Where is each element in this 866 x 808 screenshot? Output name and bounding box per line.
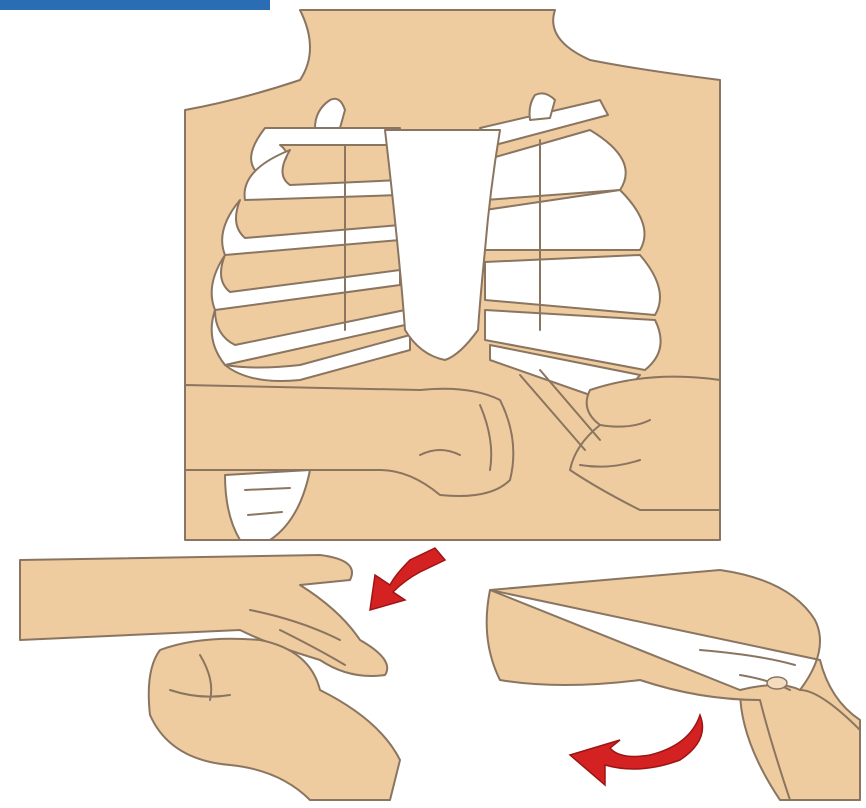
detail-right-panel — [487, 570, 860, 800]
detail-left-panel — [20, 548, 445, 800]
red-curved-arrow-icon — [570, 715, 703, 785]
red-down-left-arrow-icon — [370, 548, 445, 610]
torso-panel — [185, 10, 720, 540]
corner-mark-icon — [0, 0, 270, 10]
